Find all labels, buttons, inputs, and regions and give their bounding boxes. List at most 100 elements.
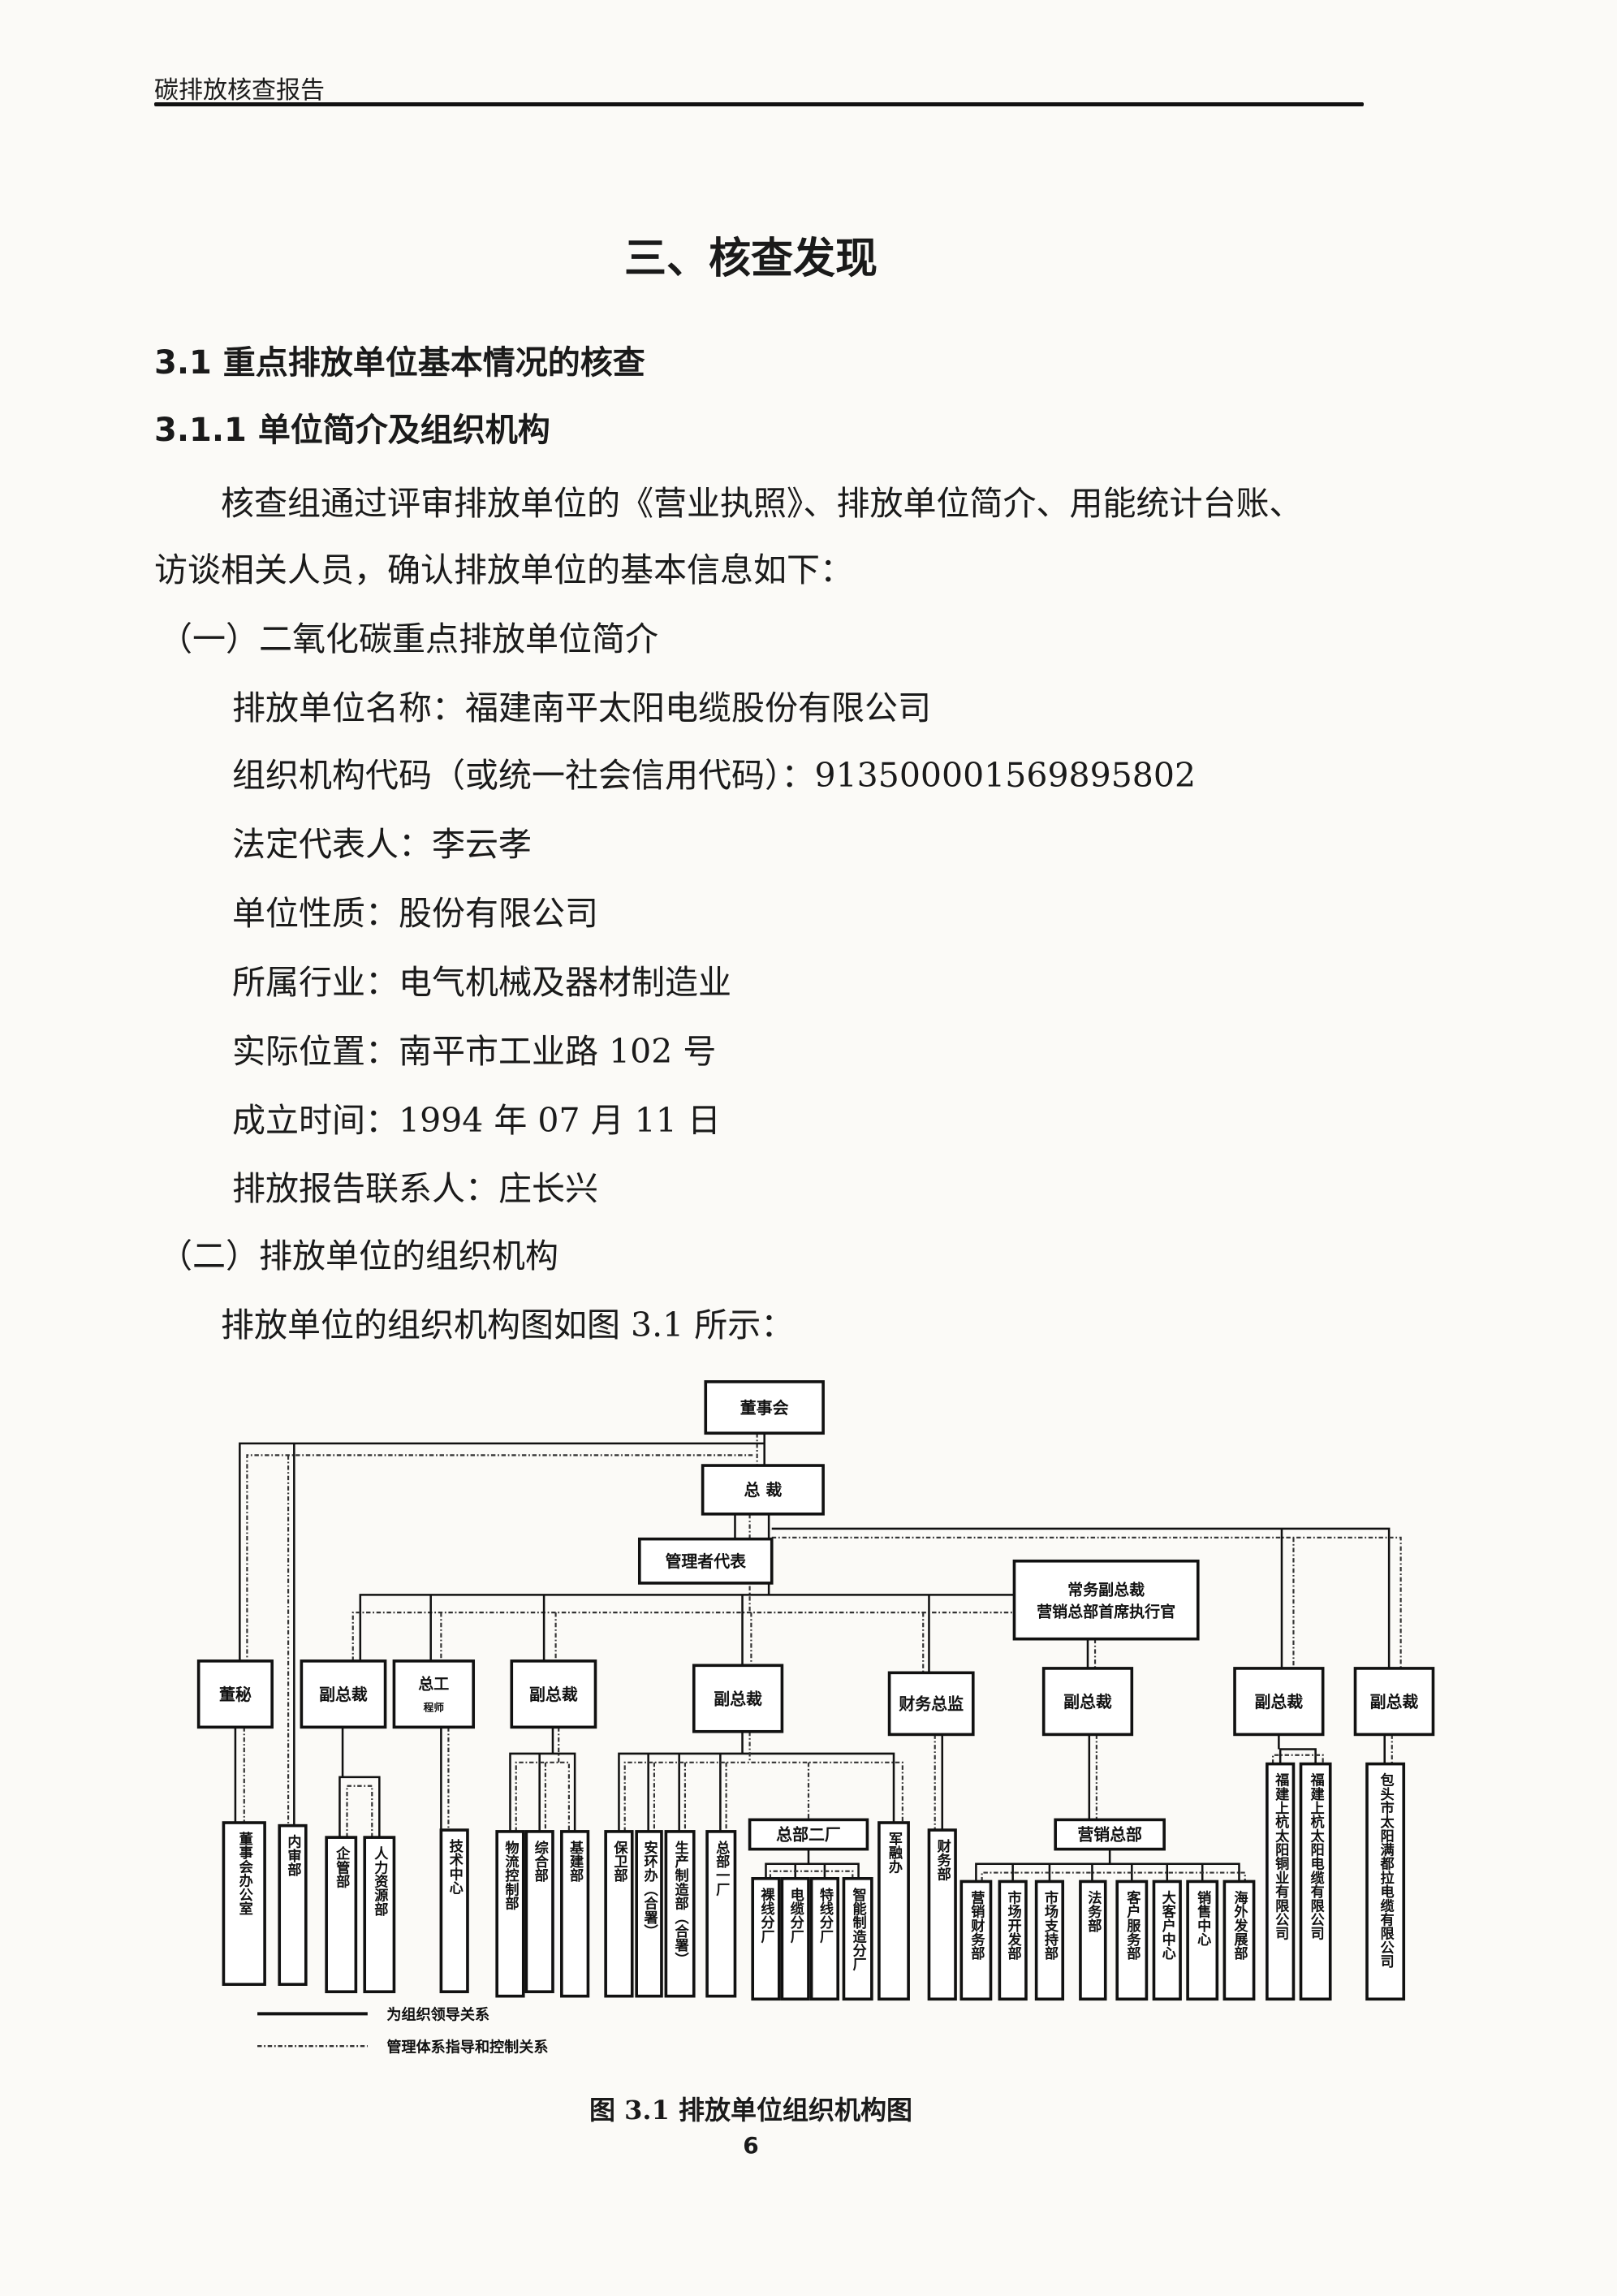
department-label: 物流控制部 [502,1840,519,1911]
department-label: 内审部 [285,1834,302,1877]
department-label: 军融办 [886,1832,903,1875]
department-box [1079,1880,1107,2001]
department-box [1115,1880,1149,2001]
department-box [635,1830,663,1998]
control-line [1272,1754,1324,1764]
department-box [1034,1880,1065,2001]
control-line [346,1785,373,1838]
vp-box [300,1659,387,1729]
department-label: 裸线分厂 [757,1887,774,1944]
department-box [1186,1880,1219,2001]
info-item: 实际位置：南平市工业路 102 号 [232,1032,717,1071]
department-box [842,1877,873,2001]
subsection-heading: 3.1.1 单位简介及组织机构 [154,412,550,449]
header-rule [154,102,1364,106]
legend-label: 管理体系指导和控制关系 [386,2038,548,2056]
mgmt-rep-box [637,1537,774,1585]
department-label: 生产制造部（合署） [672,1840,690,1966]
page-number: 6 [743,2132,759,2159]
plant-2-label: 总部二厂 [776,1825,841,1845]
exec-vp-label: 营销总部首席执行官 [1037,1603,1175,1621]
department-label: 法务部 [1084,1889,1102,1932]
department-label: 海外发展部 [1231,1889,1248,1961]
department-box [560,1830,590,1998]
vp-label: 副总裁 [319,1685,368,1704]
part2-heading: （二）排放单位的组织机构 [159,1236,558,1275]
department-label: 电缆分厂 [787,1887,804,1944]
leadership-line [1279,1748,1317,1764]
leadership-line [771,1527,1391,1668]
department-box [278,1823,308,1986]
cfo-box [887,1671,975,1737]
department-box [222,1821,266,1986]
vp-box [1233,1667,1325,1737]
part1-heading: （一）二氧化碳重点排放单位简介 [159,619,658,658]
vp-box [1353,1667,1435,1737]
department-box [877,1821,910,2001]
leadership-line [359,1594,1015,1661]
vp-label: 副总裁 [1254,1692,1303,1711]
secretary-box [196,1659,274,1729]
department-label: 福建上杭太阳铜业有限公司 [1272,1772,1290,1940]
department-box [664,1830,696,1998]
chief-engineer-label: 程师 [424,1701,445,1713]
info-item: 成立时间：1994 年 07 月 11 日 [232,1101,721,1140]
vp-label: 副总裁 [1063,1692,1112,1711]
control-line [515,1761,570,1832]
department-box [780,1877,810,2001]
leadership-line [338,1776,381,1838]
department-label: 包头市太阳满都拉电缆有限公司 [1378,1772,1395,1969]
figure-caption: 图 3.1 排放单位组织机构图 [589,2095,912,2126]
department-box [751,1877,781,2001]
control-line [623,1761,903,1832]
vp-label: 副总裁 [529,1685,578,1704]
leadership-line [765,1862,860,1879]
department-label: 安环办（合署） [641,1840,659,1938]
department-label: 市场开发部 [1005,1889,1023,1961]
department-label: 基建部 [567,1840,584,1883]
running-header: 碳排放核查报告 [154,76,325,105]
department-box [325,1836,358,1994]
department-box [524,1830,554,1994]
department-label: 企管部 [333,1845,351,1888]
department-label: 保卫部 [610,1840,628,1883]
department-box [1299,1762,1332,2001]
marketing-hq-box [1054,1818,1166,1851]
department-label: 客户服务部 [1123,1889,1141,1961]
leadership-line [618,1752,895,1832]
board-label: 董事会 [740,1398,789,1418]
department-label: 技术中心 [446,1838,464,1895]
info-item: 所属行业：电气机械及器材制造业 [232,963,731,1002]
department-label: 福建上杭太阳电缆有限公司 [1308,1772,1326,1940]
leadership-line [509,1752,576,1832]
department-label: 大客户中心 [1159,1889,1177,1960]
secretary-label: 董秘 [219,1685,252,1704]
plant-2-box [748,1818,869,1851]
department-label: 综合部 [532,1840,549,1883]
president-label: 总 裁 [744,1480,782,1500]
vp-box [692,1664,784,1733]
info-item: 法定代表人：李云孝 [232,825,532,864]
department-box [495,1830,525,1998]
department-label: 财务部 [934,1838,951,1881]
department-label: 董事会办公室 [236,1831,253,1915]
info-item: 组织机构代码（或统一社会信用代码）：913500001569895802 [232,756,1197,795]
vp-label: 副总裁 [714,1689,762,1708]
department-label: 特线分厂 [817,1887,834,1944]
department-label: 人力资源部 [371,1845,388,1917]
control-line [351,1612,1015,1661]
exec-vp-label: 常务副总裁 [1067,1580,1145,1599]
vp-label: 副总裁 [1370,1692,1419,1711]
leadership-line [239,1442,765,1661]
department-box [439,1828,469,1994]
department-box [1152,1880,1182,2001]
president-box [701,1464,825,1516]
chief-engineer-box [392,1659,476,1729]
department-box [1222,1880,1256,2001]
info-item: 排放报告联系人：庄长兴 [232,1169,598,1208]
control-line [771,1536,1402,1668]
department-label: 智能制造分厂 [850,1887,867,1972]
info-item: 单位性质：股份有限公司 [232,894,598,933]
intro-line-2: 访谈相关人员，确认排放单位的基本信息如下： [154,550,853,589]
